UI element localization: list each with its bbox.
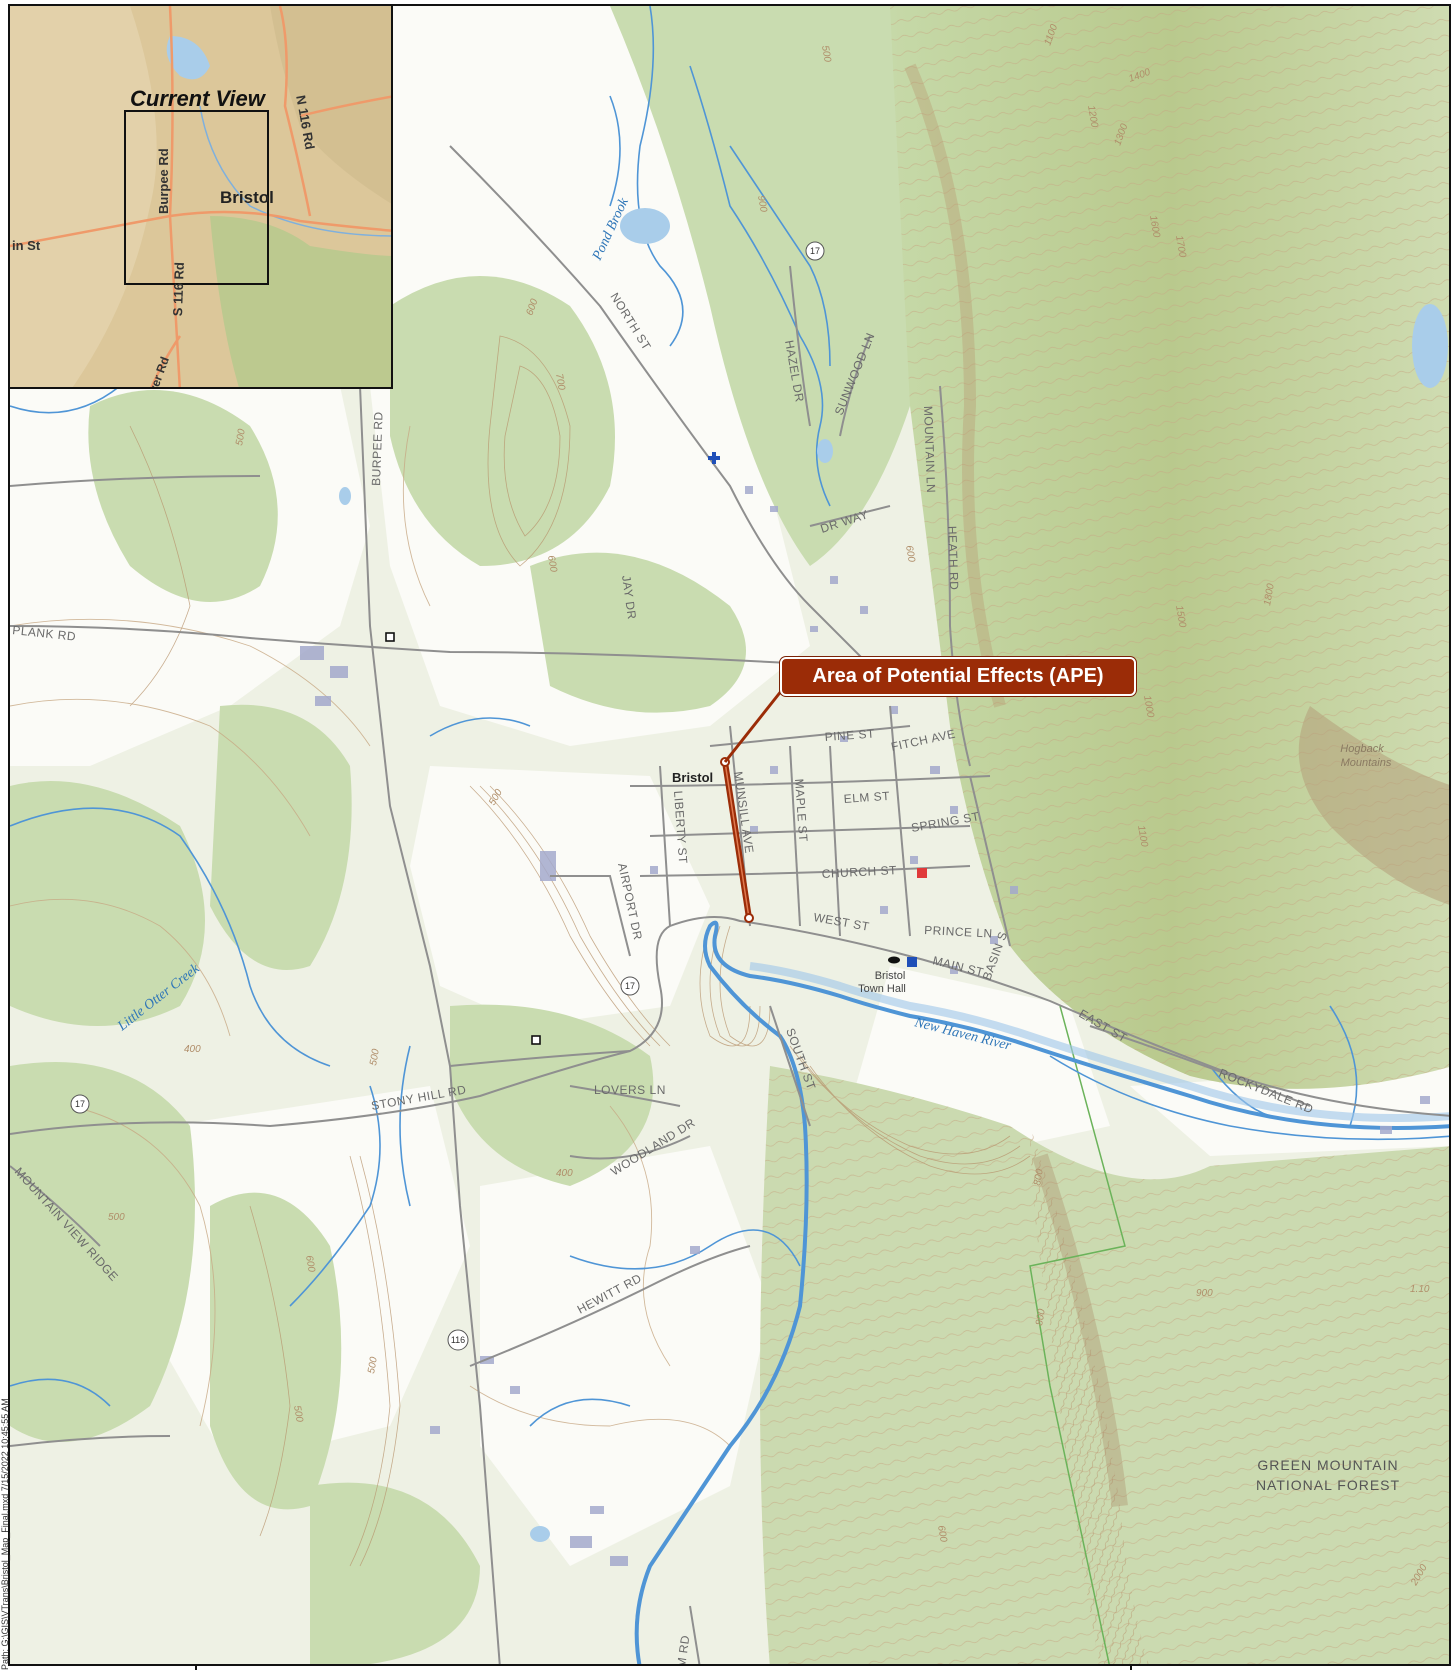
route-116-shield: 116: [451, 1335, 465, 1345]
route-shields: 17 17 17 116: [70, 241, 825, 1351]
label-forest-1: GREEN MOUNTAIN: [1257, 1457, 1398, 1473]
label-town-hall-2: Town Hall: [858, 983, 906, 995]
school-icon-2: [531, 1035, 541, 1045]
svg-text:1700: 1700: [1173, 235, 1188, 259]
svg-text:500: 500: [234, 428, 248, 447]
frame-tick: [1130, 1664, 1132, 1670]
svg-text:400: 400: [556, 1168, 573, 1179]
inset-lake: [166, 36, 210, 80]
label-liberty-st: LIBERTY ST: [671, 790, 690, 864]
svg-text:1100: 1100: [1135, 825, 1150, 849]
southern-mountain: [760, 1066, 1449, 1664]
label-forest-2: NATIONAL FOREST: [1256, 1477, 1400, 1493]
new-haven-river-bank: [749, 962, 1449, 1122]
label-burpee-rd: BURPEE RD: [369, 411, 386, 486]
svg-text:1500: 1500: [1173, 605, 1188, 629]
label-pine-st: PINE ST: [824, 727, 875, 744]
label-lovers-ln: LOVERS LN: [594, 1083, 666, 1097]
svg-text:900: 900: [1196, 1288, 1213, 1299]
inset-label-burpee-rd: Burpee Rd: [156, 148, 171, 214]
svg-text:700: 700: [553, 373, 567, 392]
inset-title: Current View: [130, 86, 265, 111]
svg-text:600: 600: [303, 1255, 317, 1274]
ponds: [339, 208, 1448, 1542]
svg-text:800: 800: [1034, 1308, 1048, 1327]
forest-boundary: [1029, 1005, 1126, 1664]
label-elm-st: ELM ST: [843, 789, 890, 806]
svg-text:1000: 1000: [1141, 695, 1156, 719]
map-symbols: [385, 452, 927, 1045]
post-office-icon: [907, 957, 917, 967]
label-prince-ln: PRINCE LN: [924, 923, 993, 941]
svg-text:500: 500: [291, 1405, 305, 1424]
route-17-shield: 17: [75, 1099, 85, 1109]
label-hogback-2: Mountains: [1341, 757, 1392, 769]
route-17-shield-b: 17: [625, 981, 635, 991]
svg-text:1200: 1200: [1085, 105, 1100, 129]
hospital-icon: [708, 452, 720, 464]
label-maple-st: MAPLE ST: [792, 778, 810, 842]
svg-text:500: 500: [108, 1212, 125, 1223]
contour-lines: [10, 425, 731, 1447]
label-bristol: Bristol: [672, 770, 713, 785]
fire-station-icon: [917, 868, 927, 878]
label-hogback-1: Hogback: [1340, 743, 1384, 755]
frame-tick: [195, 1664, 197, 1670]
label-jay-dr: JAY DR: [619, 574, 639, 620]
inset-locator-map[interactable]: Current View Bristol Burpee Rd N 116 Rd …: [8, 4, 393, 389]
inset-roads: [10, 6, 391, 387]
file-path-stamp: Path: G:\GIS\VTrans\Bristol_Map_Final.mx…: [0, 1398, 10, 1670]
svg-text:800: 800: [1032, 1168, 1046, 1187]
svg-text:500: 500: [368, 1048, 382, 1067]
inset-label-bristol: Bristol: [220, 188, 274, 207]
svg-text:600: 600: [545, 555, 559, 574]
inset-forest: [210, 216, 391, 387]
svg-text:900: 900: [755, 195, 769, 214]
route-17-shield-c: 17: [810, 246, 820, 256]
mountain-terrain: [890, 6, 1449, 1089]
roads: [10, 145, 1449, 1664]
svg-text:400: 400: [184, 1044, 201, 1055]
inset-label-s116: S 116 Rd: [170, 261, 187, 317]
svg-text:1.10: 1.10: [1410, 1284, 1430, 1295]
label-bottom-rd: M RD: [674, 1634, 692, 1666]
svg-text:1600: 1600: [1147, 215, 1162, 239]
new-haven-river: [634, 920, 1449, 1664]
svg-text:600: 600: [935, 1525, 949, 1544]
ape-callout-label[interactable]: Area of Potential Effects (APE): [780, 657, 1136, 696]
svg-text:500: 500: [819, 45, 833, 64]
forest-cover: [10, 6, 926, 1664]
svg-text:1800: 1800: [1262, 582, 1277, 606]
svg-text:500: 500: [366, 1356, 380, 1375]
svg-text:600: 600: [903, 545, 917, 564]
inset-current-view-box: [124, 110, 269, 285]
inset-label-main-st: in St: [12, 238, 41, 253]
library-icon: [888, 956, 900, 964]
label-town-hall-1: Bristol: [875, 970, 906, 982]
label-church-st: CHURCH ST: [821, 863, 897, 881]
ape-line: [720, 689, 784, 923]
label-plank-rd: PLANK RD: [12, 623, 77, 644]
label-heath-rd: HEATH RD: [945, 526, 961, 591]
school-icon: [385, 632, 395, 642]
place-labels: Bristol Bristol Town Hall Hogback Mounta…: [672, 743, 1400, 1493]
label-mountain-ln: MOUNTAIN LN: [921, 406, 938, 494]
